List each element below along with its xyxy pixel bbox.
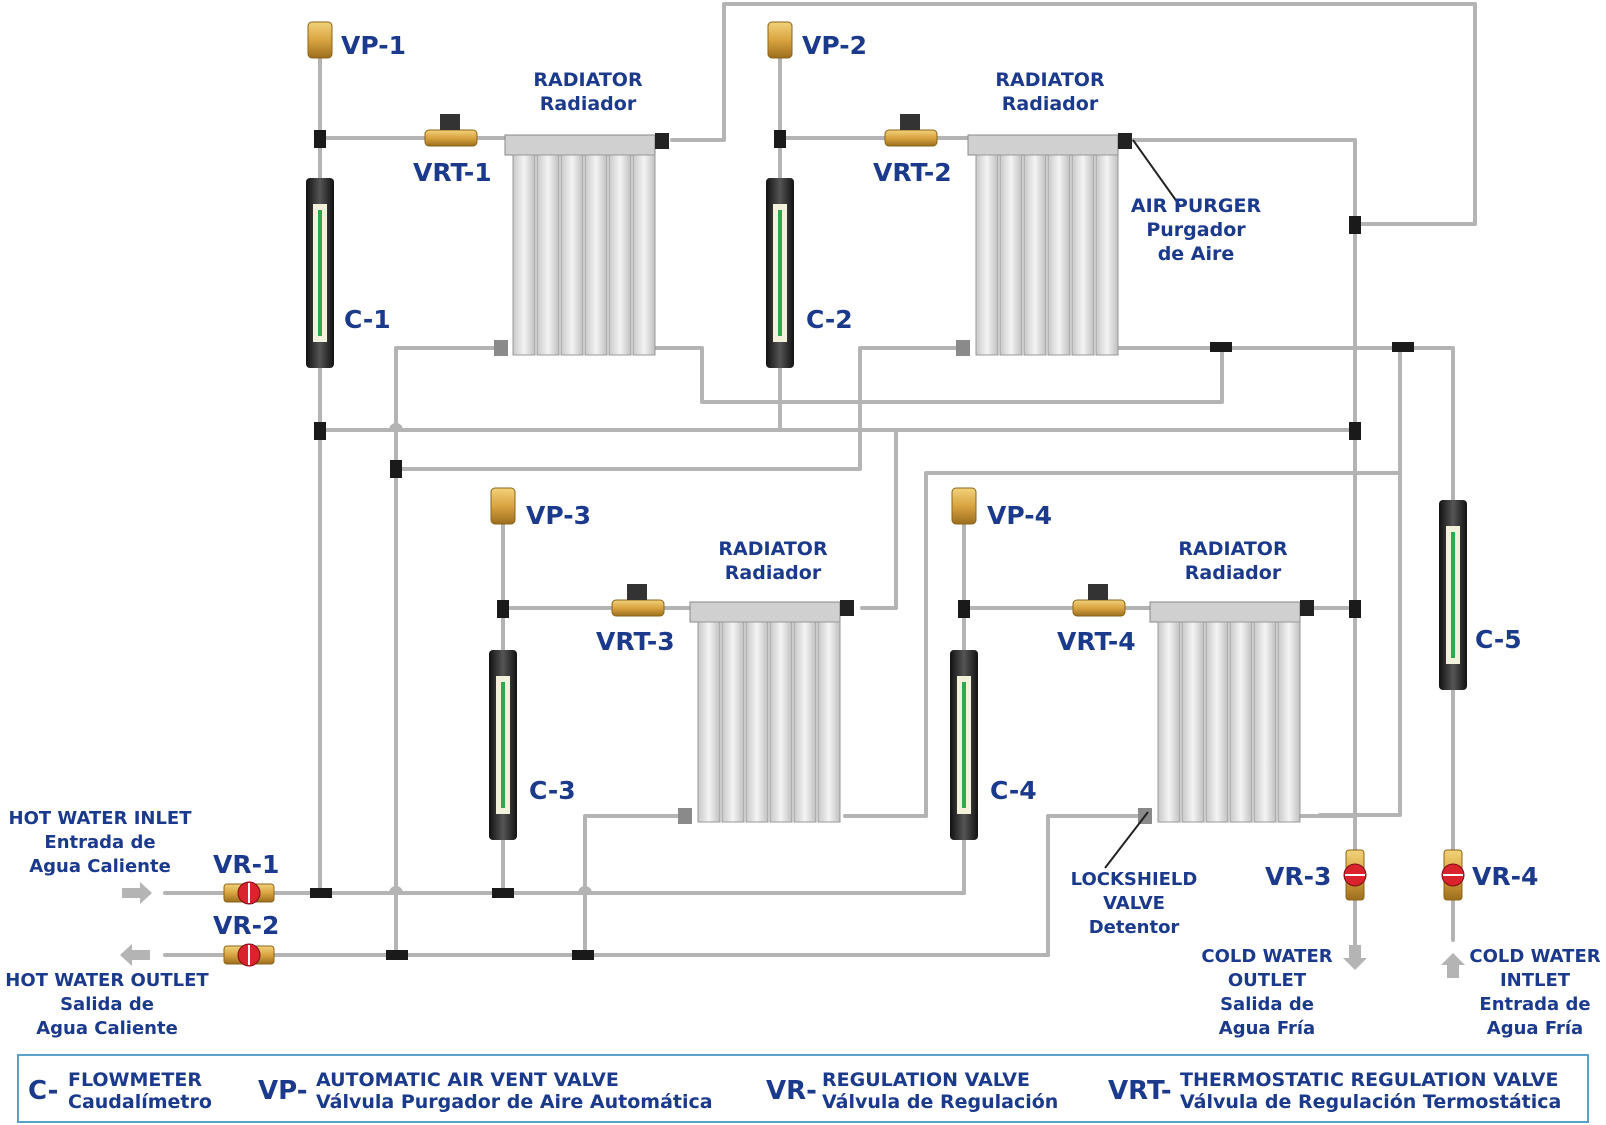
flowmeter-c4 bbox=[950, 650, 978, 840]
lockshield-label-3: Detentor bbox=[1089, 917, 1180, 938]
vp3-label: VP-3 bbox=[526, 501, 591, 530]
air-vent-valves bbox=[307, 21, 977, 525]
flow-arrows bbox=[120, 882, 1465, 978]
cold-outlet-label-2: OUTLET bbox=[1228, 970, 1307, 991]
vr3-label: VR-3 bbox=[1265, 862, 1331, 891]
legend-code-vrt: VRT- bbox=[1108, 1076, 1172, 1106]
regulation-valve-vr4 bbox=[1441, 849, 1465, 901]
radiator-1-subtitle: Radiador bbox=[540, 93, 637, 115]
cold-inlet-label-3: Entrada de bbox=[1479, 994, 1590, 1015]
cold-inlet-label-2: INTLET bbox=[1500, 970, 1571, 991]
flowmeter-c3 bbox=[489, 650, 517, 840]
thermostatic-valves bbox=[424, 114, 1126, 617]
air-purger-label-2: Purgador bbox=[1146, 219, 1246, 241]
air-purger-leader bbox=[1132, 139, 1181, 207]
radiator-2-subtitle: Radiador bbox=[1002, 93, 1099, 115]
tee-fittings bbox=[310, 130, 1414, 960]
legend-es-vrt: Válvula de Regulación Termostática bbox=[1180, 1091, 1561, 1113]
flowmeter-c5 bbox=[1439, 500, 1467, 690]
legend-box bbox=[17, 1054, 1589, 1123]
flowmeter-c1 bbox=[306, 178, 334, 368]
vr2-label: VR-2 bbox=[213, 911, 279, 940]
lockshield-label-1: LOCKSHIELD bbox=[1071, 869, 1198, 890]
legend-es-c: Caudalímetro bbox=[68, 1091, 212, 1113]
cold-inlet-arrow bbox=[1441, 953, 1465, 978]
legend-en-vrt: THERMOSTATIC REGULATION VALVE bbox=[1180, 1069, 1558, 1091]
cold-outlet-label-1: COLD WATER bbox=[1201, 946, 1332, 967]
cold-outlet-label-4: Agua Fría bbox=[1219, 1018, 1315, 1039]
hot-inlet-label-2: Entrada de bbox=[44, 832, 155, 853]
legend-code-c: C- bbox=[28, 1076, 58, 1106]
vrt4-label: VRT-4 bbox=[1057, 627, 1136, 656]
hot-inlet-label-3: Agua Caliente bbox=[29, 856, 171, 877]
radiator-2 bbox=[967, 133, 1132, 356]
flowmeter-c2 bbox=[766, 178, 794, 368]
vrt3-label: VRT-3 bbox=[596, 627, 675, 656]
radiator-3-title: RADIATOR bbox=[718, 538, 828, 560]
radiator-4 bbox=[1149, 600, 1314, 823]
vp2-label: VP-2 bbox=[802, 31, 867, 60]
radiator-2-title: RADIATOR bbox=[995, 69, 1105, 91]
legend-en-vp: AUTOMATIC AIR VENT VALVE bbox=[316, 1069, 619, 1091]
c1-label: C-1 bbox=[344, 305, 391, 334]
vrt1-label: VRT-1 bbox=[413, 158, 492, 187]
radiator-1-title: RADIATOR bbox=[533, 69, 643, 91]
vr4-label: VR-4 bbox=[1472, 862, 1538, 891]
c4-label: C-4 bbox=[990, 776, 1037, 805]
regulation-valve-vr3 bbox=[1343, 849, 1367, 901]
legend-en-c: FLOWMETER bbox=[68, 1069, 202, 1091]
radiator-4-subtitle: Radiador bbox=[1185, 562, 1282, 584]
cold-outlet-label-3: Salida de bbox=[1220, 994, 1314, 1015]
legend-en-vr: REGULATION VALVE bbox=[822, 1069, 1030, 1091]
lockshield-label-2: VALVE bbox=[1103, 893, 1165, 914]
hot-outlet-label-3: Agua Caliente bbox=[36, 1018, 178, 1039]
legend-code-vr: VR- bbox=[766, 1076, 817, 1106]
c3-label: C-3 bbox=[529, 776, 576, 805]
radiator-1 bbox=[504, 133, 669, 356]
hot-outlet-arrow bbox=[120, 944, 150, 966]
c5-label: C-5 bbox=[1475, 625, 1522, 654]
legend-es-vp: Válvula Purgador de Aire Automática bbox=[316, 1091, 713, 1113]
vrt2-label: VRT-2 bbox=[873, 158, 952, 187]
radiator-4-title: RADIATOR bbox=[1178, 538, 1288, 560]
legend-es-vr: Válvula de Regulación bbox=[822, 1091, 1058, 1113]
vp4-label: VP-4 bbox=[987, 501, 1052, 530]
air-purger-label-1: AIR PURGER bbox=[1131, 195, 1262, 217]
regulation-valve-vr2 bbox=[223, 943, 275, 967]
radiator-3-subtitle: Radiador bbox=[725, 562, 822, 584]
lockshield-leader bbox=[1104, 811, 1149, 869]
c2-label: C-2 bbox=[806, 305, 853, 334]
vr1-label: VR-1 bbox=[213, 850, 279, 879]
hot-inlet-arrow bbox=[122, 882, 152, 904]
labels: RADIATOR Radiador RADIATOR Radiador RADI… bbox=[5, 31, 1600, 1039]
legend: C- FLOWMETER Caudalímetro VP- AUTOMATIC … bbox=[17, 1054, 1589, 1123]
regulation-valve-vr1 bbox=[223, 881, 275, 905]
cold-inlet-label-1: COLD WATER bbox=[1469, 946, 1600, 967]
vp1-label: VP-1 bbox=[341, 31, 406, 60]
cold-inlet-label-4: Agua Fría bbox=[1487, 1018, 1583, 1039]
radiator-3 bbox=[689, 600, 854, 823]
hot-outlet-label-2: Salida de bbox=[60, 994, 154, 1015]
air-purger-label-3: de Aire bbox=[1158, 243, 1235, 265]
hot-inlet-label-1: HOT WATER INLET bbox=[9, 808, 193, 829]
hot-outlet-label-1: HOT WATER OUTLET bbox=[5, 970, 209, 991]
cold-outlet-arrow bbox=[1343, 945, 1367, 970]
legend-code-vp: VP- bbox=[258, 1076, 308, 1106]
